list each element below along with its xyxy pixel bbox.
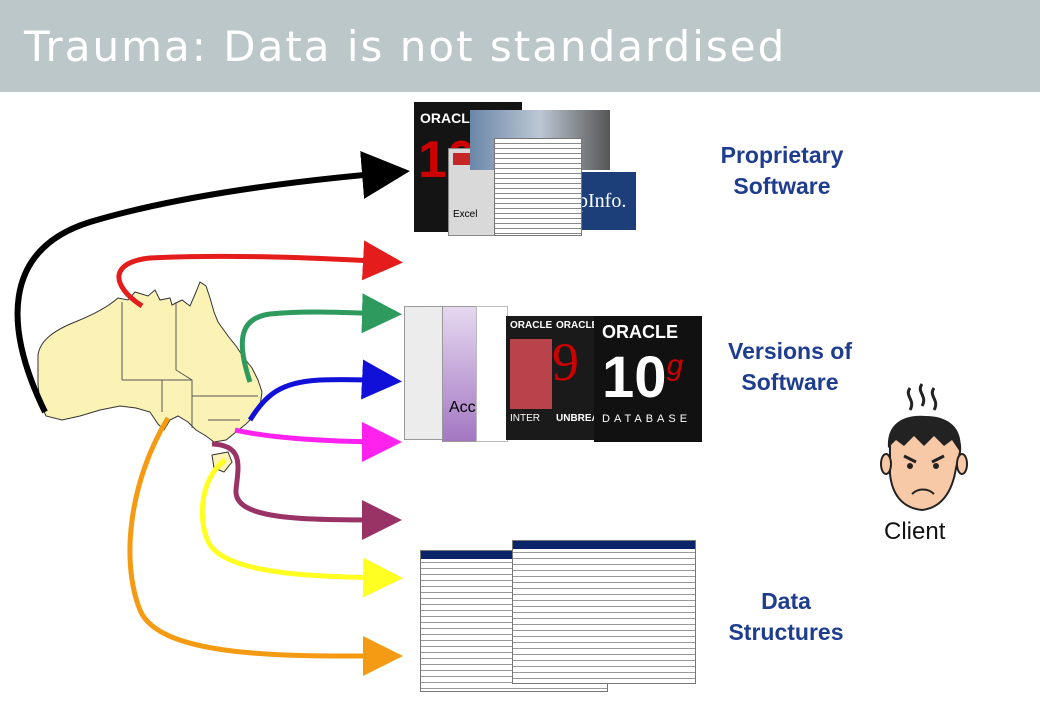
arrow-yellow xyxy=(199,457,403,598)
access-box-3 xyxy=(476,306,508,442)
arrow-magenta xyxy=(234,421,402,462)
access-box-1 xyxy=(404,306,446,440)
arrow-orange xyxy=(127,416,403,677)
australia-state-borders xyxy=(121,302,258,428)
arrow-red xyxy=(116,240,403,309)
australia-outline xyxy=(37,281,263,443)
table-screenshot-front xyxy=(512,540,696,684)
arrow-black xyxy=(14,151,410,414)
label-data-structures: Data Structures xyxy=(728,588,844,645)
title-bar: Trauma: Data is not standardised xyxy=(0,0,1040,92)
spreadsheet-screenshot-small xyxy=(494,138,582,236)
mapinfo-box: pInfo. xyxy=(578,172,636,230)
versions-software-images: Acce ORACLE INTER ORACLE 9 UNBREA ORACLE… xyxy=(404,306,704,444)
arrow-green xyxy=(239,293,402,383)
arrow-plum xyxy=(211,441,402,540)
oracle-10g-box: ORACLE 10g DATABASE xyxy=(594,316,702,442)
client-face-icon xyxy=(880,383,968,512)
label-versions-of-software: Versions of Software xyxy=(728,338,852,395)
australia-map xyxy=(37,281,263,473)
client-label: Client xyxy=(884,518,946,545)
proprietary-software-images: ORACLE 10 pInfo. Excel xyxy=(412,102,638,236)
data-structure-screenshots xyxy=(420,540,696,692)
oracle-9i-box-inter: ORACLE INTER xyxy=(506,316,558,440)
oracle-9i-box: ORACLE 9 UNBREA xyxy=(552,316,600,440)
arrow-blue xyxy=(247,359,402,422)
label-proprietary-software: Proprietary Software xyxy=(720,142,844,199)
slide-title: Trauma: Data is not standardised xyxy=(24,22,787,71)
